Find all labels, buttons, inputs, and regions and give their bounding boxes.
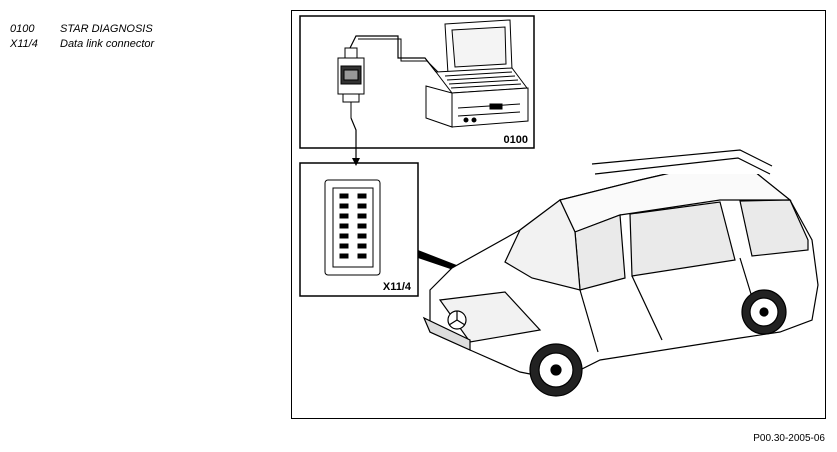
legend-item: 0100 STAR DIAGNOSIS: [10, 22, 154, 37]
box-label-0100: 0100: [504, 134, 528, 146]
vehicle-illustration: [422, 149, 819, 381]
legend-code: X11/4: [10, 38, 38, 50]
legend-code: 0100: [10, 23, 35, 35]
diagnosis-cable: [349, 35, 437, 73]
star-diagnosis-box: [299, 15, 535, 149]
legend: 0100 STAR DIAGNOSIS X11/4 Data link conn…: [10, 22, 154, 52]
arrow-icon: [352, 158, 360, 166]
connector-cable: [350, 117, 357, 158]
connector-box: [299, 162, 419, 297]
diagnosis-cable: [358, 38, 439, 73]
box-label-x11-4: X11/4: [383, 281, 412, 293]
figure-reference: P00.30-2005-06: [753, 433, 825, 444]
laptop-icon: [425, 19, 529, 128]
data-link-connector-icon: [324, 179, 381, 276]
multiplexer-icon: [337, 47, 365, 118]
legend-text: STAR DIAGNOSIS: [60, 23, 153, 35]
wheel-icon: [529, 289, 787, 397]
diagram-frame: [291, 10, 826, 419]
legend-text: Data link connector: [60, 38, 155, 50]
legend-item: X11/4 Data link connector: [10, 37, 154, 52]
